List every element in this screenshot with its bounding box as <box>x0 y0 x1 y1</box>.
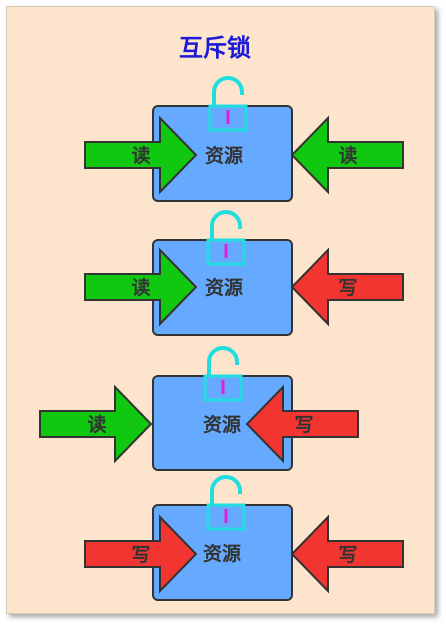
arrow-label: 写 <box>338 544 357 566</box>
arrow-label: 读 <box>131 276 150 299</box>
write-arrow-left: 写 <box>84 514 198 594</box>
row-4: 资源 写 写 <box>84 475 404 601</box>
row-1: 资源 读 读 <box>84 76 404 202</box>
lock-icon <box>206 475 246 531</box>
write-arrow-right: 写 <box>245 384 359 464</box>
resource-label: 资源 <box>205 276 243 299</box>
arrow-label: 读 <box>87 413 106 436</box>
arrow-label: 写 <box>338 277 357 299</box>
row-3: 资源 读 写 <box>39 346 359 471</box>
resource-label: 资源 <box>203 542 241 565</box>
read-arrow-left: 读 <box>84 115 198 195</box>
arrow-label: 读 <box>131 144 150 167</box>
diagram-title: 互斥锁 <box>179 34 251 62</box>
write-arrow-right: 写 <box>290 247 404 327</box>
resource-label: 资源 <box>205 144 243 167</box>
row-2: 资源 读 写 <box>84 210 404 336</box>
lock-icon <box>203 346 243 402</box>
arrow-label: 写 <box>294 414 313 436</box>
lock-icon <box>206 210 246 266</box>
resource-label: 资源 <box>203 413 241 436</box>
lock-icon <box>208 76 248 132</box>
read-arrow-right: 读 <box>290 115 404 195</box>
arrow-label: 读 <box>338 144 357 167</box>
read-arrow-left: 读 <box>39 384 153 464</box>
arrow-label: 写 <box>131 544 150 566</box>
read-arrow-left: 读 <box>84 247 198 327</box>
write-arrow-right: 写 <box>290 514 404 594</box>
